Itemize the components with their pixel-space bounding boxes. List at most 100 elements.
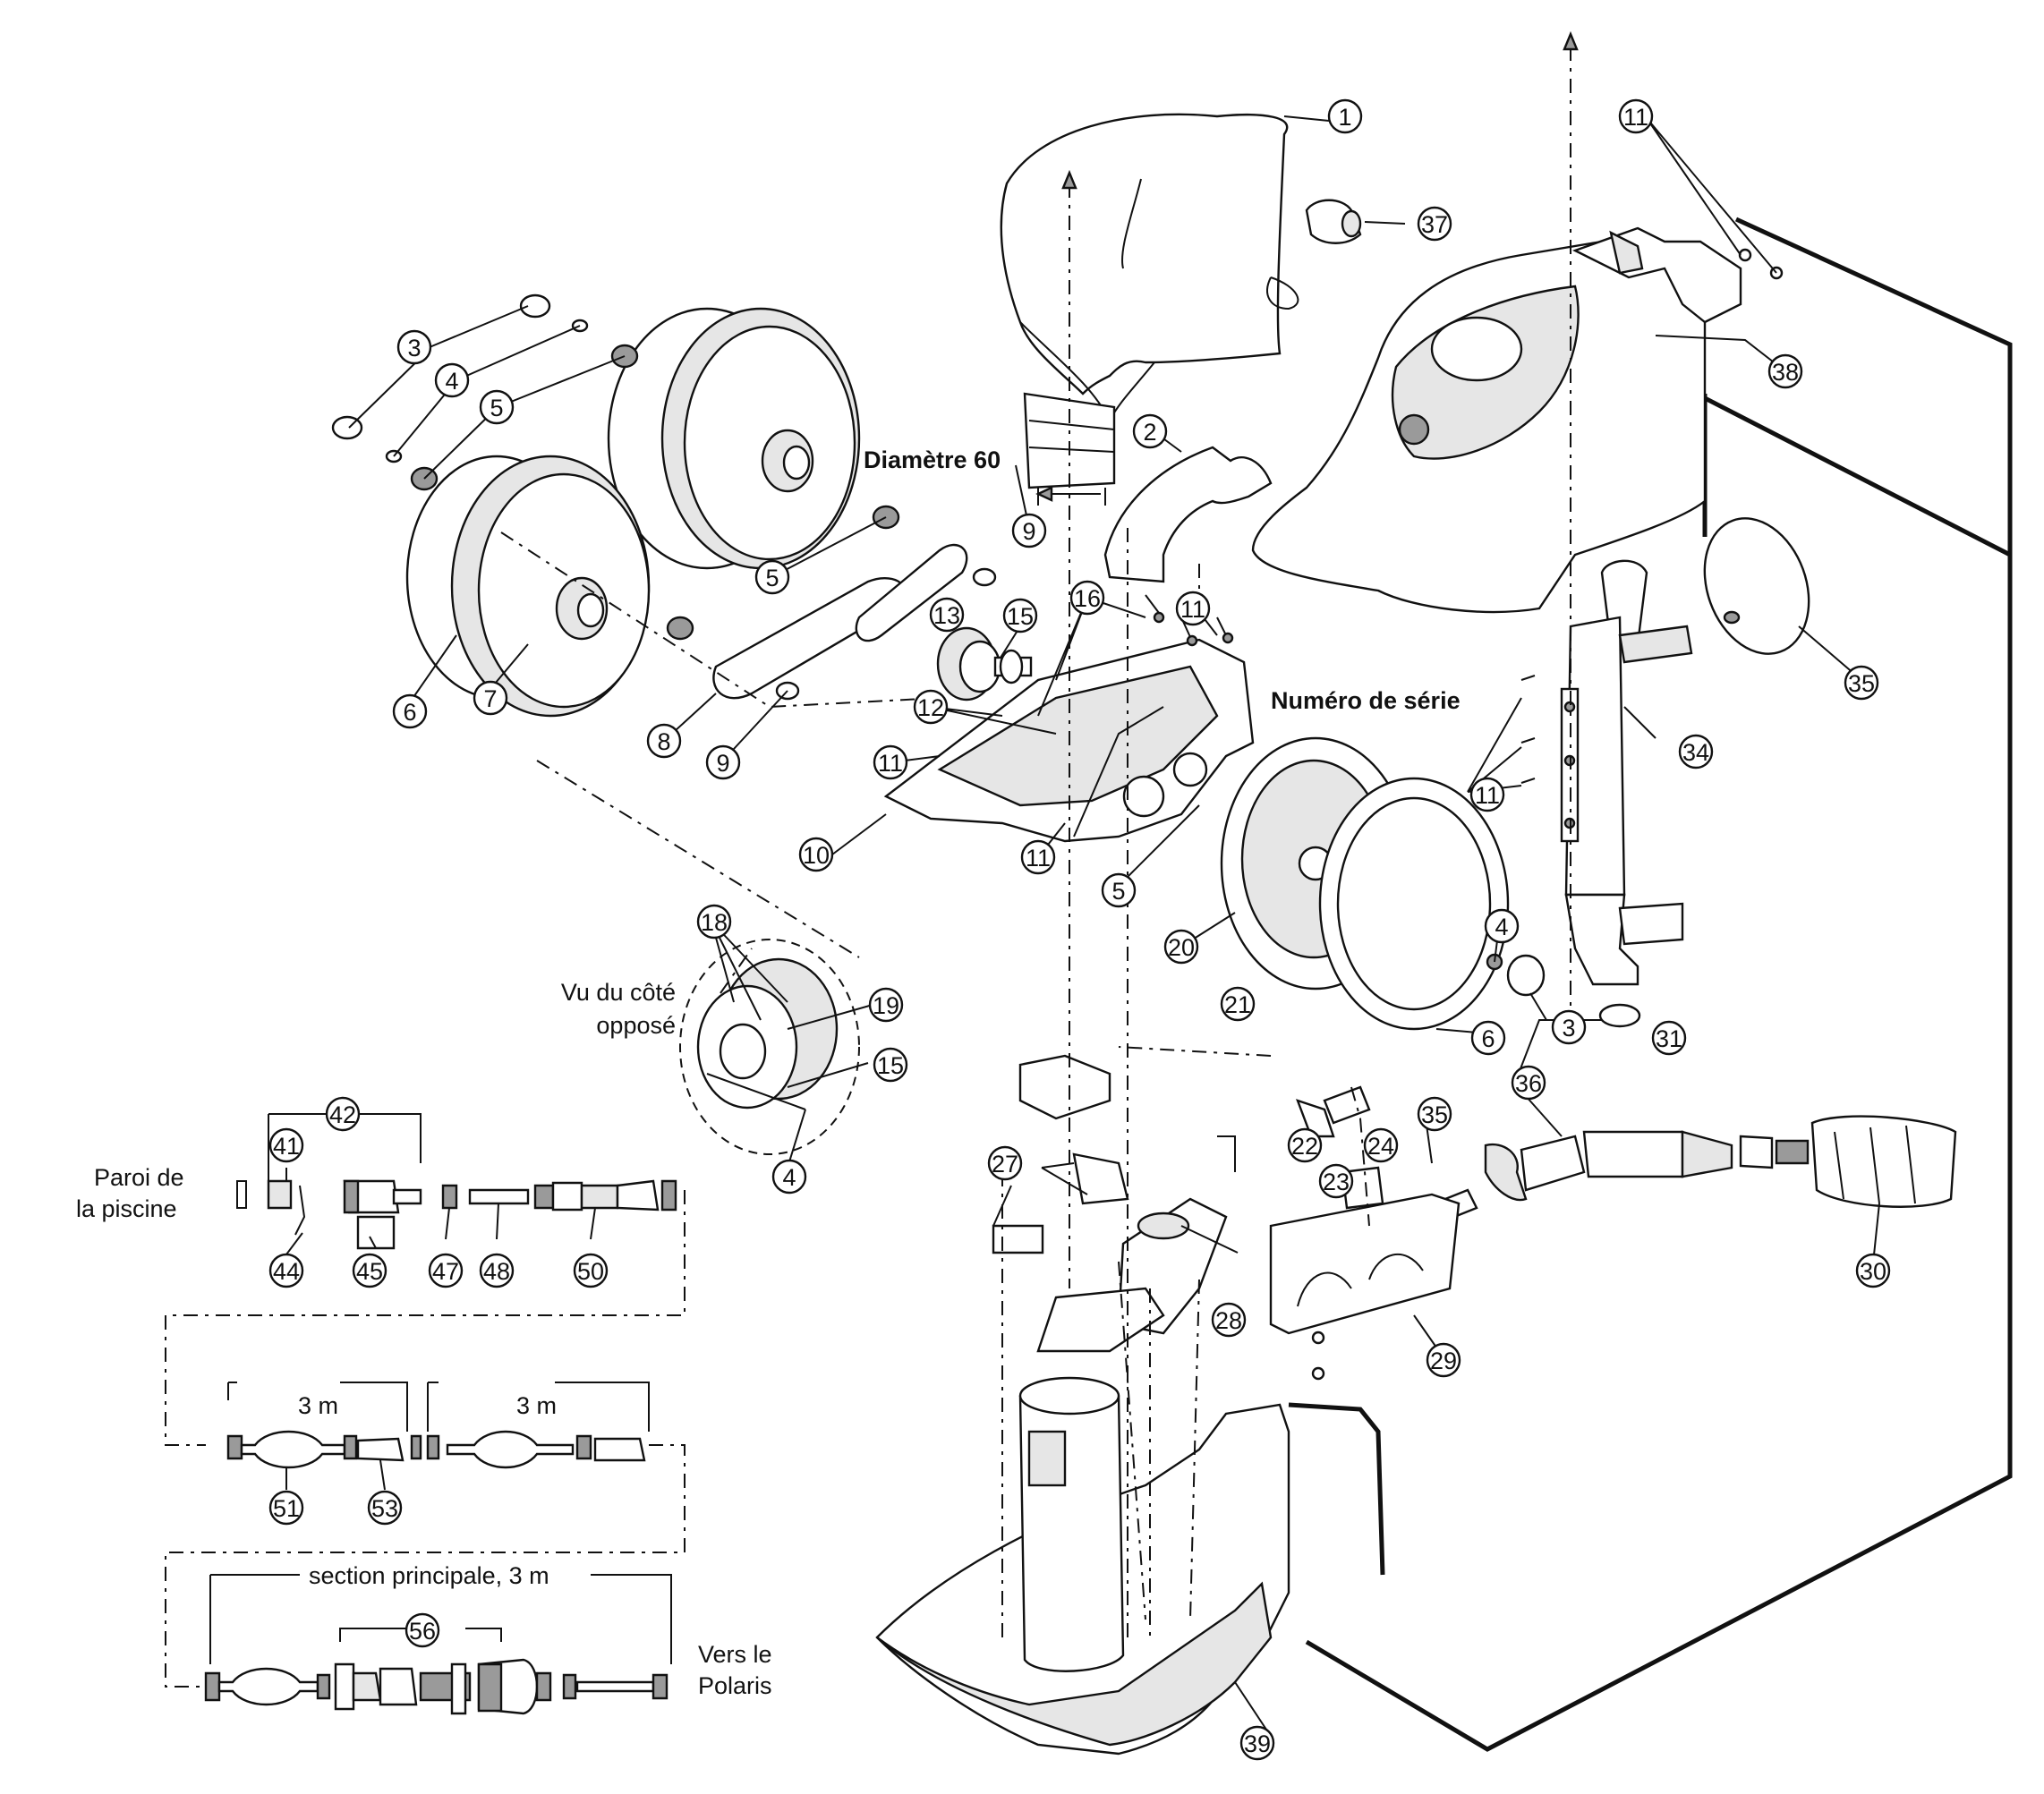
- callout-number: 7: [483, 685, 497, 712]
- callout-number: 34: [1682, 739, 1709, 766]
- callout-number: 19: [873, 992, 899, 1019]
- gear-detail-view: [679, 939, 860, 1155]
- callout-3-2: 3: [1551, 1009, 1587, 1045]
- wheel-6-front: [405, 455, 651, 718]
- callout-number: 36: [1515, 1070, 1542, 1097]
- callout-47: 47: [428, 1253, 464, 1288]
- callout-circle: [1101, 872, 1137, 908]
- callout-number: 9: [716, 750, 729, 777]
- callout-number: 50: [577, 1258, 604, 1285]
- callout-2: 2: [1132, 413, 1168, 449]
- hub-cap-3: [1486, 953, 1546, 997]
- callout-number: 42: [329, 1101, 356, 1128]
- callout-number: 8: [657, 728, 670, 755]
- callout-circle: [1163, 929, 1199, 965]
- callout-number: 2: [1143, 419, 1156, 446]
- callout-12: 12: [913, 689, 949, 725]
- wheel-tire-6: [1318, 777, 1510, 1031]
- callout-38: 38: [1767, 353, 1803, 389]
- callout-number: 5: [1111, 878, 1125, 905]
- label-vu-du-cote: Vu du côté: [561, 979, 676, 1006]
- callout-4-2: 4: [1484, 908, 1520, 944]
- callout-number: 29: [1430, 1348, 1457, 1374]
- callout-circle: [434, 362, 470, 398]
- callout-34: 34: [1678, 734, 1714, 769]
- callout-circle: [705, 744, 741, 780]
- callout-10: 10: [798, 837, 834, 872]
- callout-circle: [268, 1253, 304, 1288]
- callout-22: 22: [1287, 1127, 1323, 1163]
- callout-number: 53: [371, 1495, 398, 1522]
- callout-number: 15: [877, 1052, 904, 1079]
- callout-36: 36: [1511, 1065, 1546, 1101]
- callout-6-2: 6: [1470, 1020, 1506, 1056]
- callout-circle: [1844, 665, 1879, 701]
- callout-number: 41: [273, 1133, 300, 1160]
- label-length-3m-b: 3 m: [516, 1392, 557, 1419]
- callout-15-2: 15: [873, 1047, 908, 1083]
- callout-56: 56: [405, 1612, 440, 1648]
- gear-13: [936, 626, 1033, 701]
- mast-34: [1564, 559, 1693, 1028]
- callout-number: 45: [356, 1258, 383, 1285]
- callout-number: 22: [1291, 1133, 1318, 1160]
- callout-number: 28: [1215, 1307, 1242, 1334]
- callout-circle: [1855, 1253, 1891, 1288]
- callout-circle: [1417, 1096, 1452, 1132]
- screws: [1145, 248, 1784, 1381]
- callout-3: 3: [396, 329, 432, 365]
- callout-15: 15: [1002, 598, 1038, 633]
- label-paroi-de: Paroi de: [94, 1164, 184, 1191]
- direction-arrows: [1035, 30, 1579, 502]
- callout-number: 11: [1475, 782, 1500, 809]
- callout-circle: [1327, 98, 1363, 134]
- label-section-principale: section principale, 3 m: [309, 1562, 549, 1589]
- callout-number: 5: [490, 395, 503, 421]
- callout-number: 10: [803, 842, 830, 869]
- callout-45: 45: [352, 1253, 388, 1288]
- callout-9: 9: [1011, 513, 1047, 548]
- upper-body-assembly: [992, 1054, 1461, 1353]
- callout-number: 6: [1481, 1025, 1495, 1052]
- callout-42: 42: [325, 1096, 361, 1132]
- callout-circle: [1175, 591, 1211, 626]
- callout-number: 44: [273, 1258, 300, 1285]
- label-numero-serie: Numéro de série: [1271, 687, 1461, 714]
- callout-circle: [1426, 1342, 1461, 1378]
- callout-circle: [1651, 1020, 1687, 1056]
- callout-number: 56: [409, 1618, 436, 1645]
- callout-circle: [646, 723, 682, 759]
- callout-circle: [479, 1253, 515, 1288]
- callout-4: 4: [434, 362, 470, 398]
- callout-23: 23: [1318, 1163, 1354, 1199]
- callout-circle: [1678, 734, 1714, 769]
- callout-13: 13: [929, 597, 965, 633]
- callout-number: 35: [1421, 1101, 1448, 1128]
- label-diametre: Diamètre 60: [864, 446, 1001, 473]
- callout-circle: [798, 837, 834, 872]
- callout-number: 6: [403, 699, 416, 726]
- callout-number: 15: [1007, 603, 1034, 630]
- callout-28: 28: [1211, 1302, 1247, 1338]
- callout-24: 24: [1363, 1127, 1399, 1163]
- callout-circle: [771, 1159, 807, 1195]
- cover-piece-2: [1103, 446, 1273, 583]
- callout-number: 18: [701, 909, 728, 936]
- callout-circle: [1318, 1163, 1354, 1199]
- callout-circle: [873, 744, 908, 780]
- callout-4-3: 4: [771, 1159, 807, 1195]
- callout-circle: [396, 329, 432, 365]
- callout-5: 5: [479, 389, 515, 425]
- callout-11: 11: [1175, 591, 1211, 626]
- callout-circle: [1551, 1009, 1587, 1045]
- callout-11-5: 11: [1469, 777, 1505, 812]
- callout-21: 21: [1220, 986, 1256, 1022]
- callout-circle: [1011, 513, 1047, 548]
- callout-circle: [1220, 986, 1256, 1022]
- callout-18: 18: [696, 904, 732, 940]
- callout-number: 5: [765, 565, 779, 591]
- callout-9-2: 9: [705, 744, 741, 780]
- callout-31: 31: [1651, 1020, 1687, 1056]
- callout-37: 37: [1417, 206, 1452, 242]
- callout-number: 16: [1074, 585, 1101, 612]
